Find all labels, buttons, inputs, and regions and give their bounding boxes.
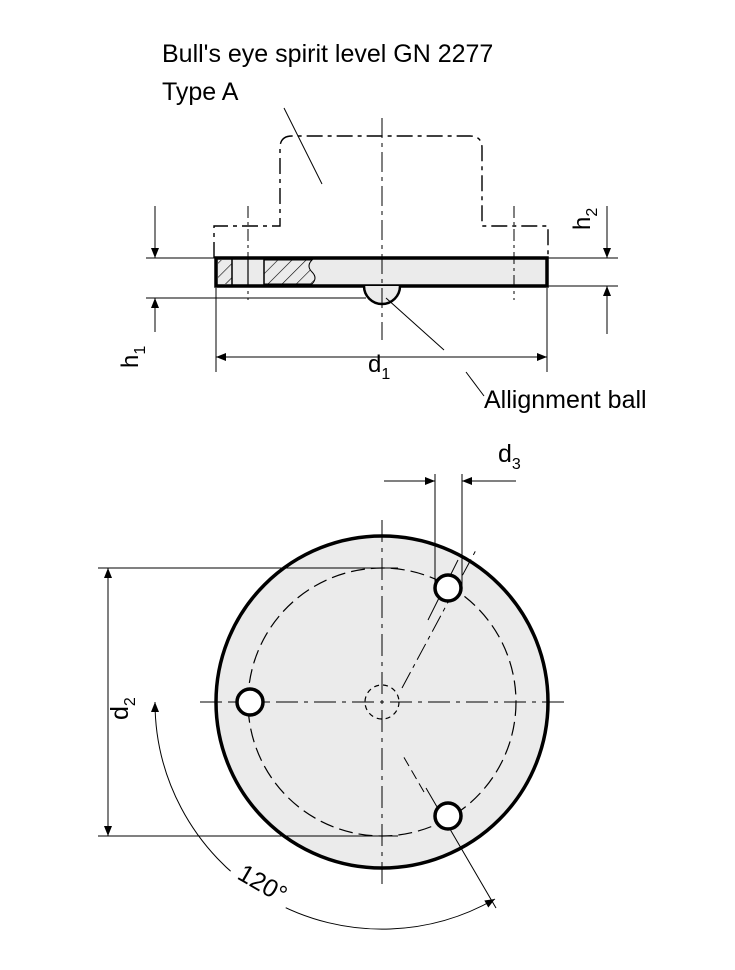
section-hatch-right (263, 259, 316, 285)
section-hatch-left (218, 260, 232, 284)
alignment-ball-label: Allignment ball (484, 386, 647, 414)
dim-d2-label: d2 (106, 697, 139, 720)
dim-d3-label: d3 (498, 440, 521, 473)
title-line-1: Bull's eye spirit level GN 2277 (162, 40, 493, 68)
dim-h1-label: h1 (117, 346, 149, 368)
hole-bottom-right (433, 801, 463, 831)
side-view: Bull's eye spirit level GN 2277 Type A A… (117, 40, 647, 414)
plan-view: d2 d3 120° (98, 440, 566, 930)
hole-top-right (433, 573, 463, 603)
dim-h2-label: h2 (569, 208, 601, 230)
title-line-2: Type A (162, 78, 239, 106)
dim-d1-label: d1 (368, 351, 390, 383)
hole-left (235, 687, 265, 717)
spirit-level-outline (213, 135, 549, 258)
